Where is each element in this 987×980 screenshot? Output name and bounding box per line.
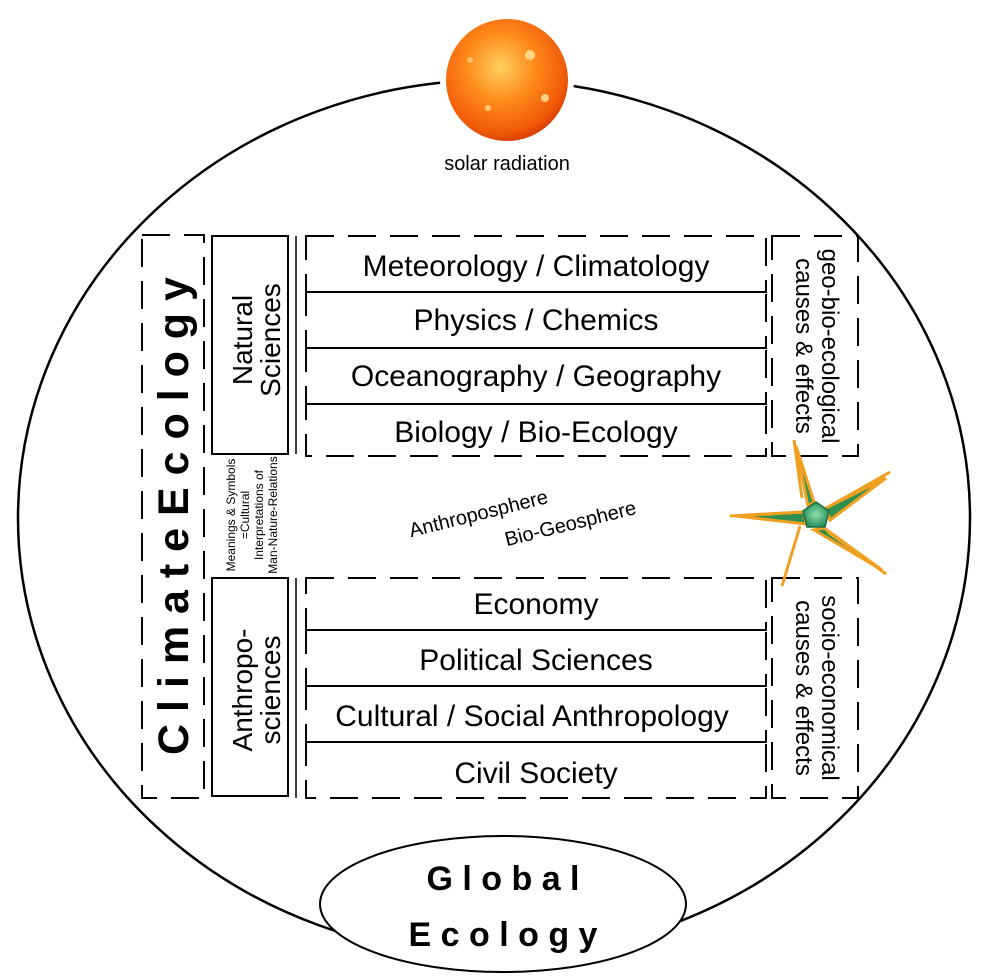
meanings-symbols-block: Meanings & Symbols =Cultural Interpretat… [224,456,280,573]
natural-sciences-line2: Sciences [255,283,286,397]
climate-ecology-title-box: C l i m a t e E c o l o g y [141,234,205,799]
geo-bio-line2: causes & effects [790,258,817,434]
anthroposciences-line1: Anthropo- [227,629,258,752]
natural-sciences-line1: Natural [227,295,258,385]
geo-bio-ecological-box: geo-bio-ecological causes & effects [771,235,859,457]
geo-bio-line1: geo-bio-ecological [816,249,843,444]
sun-icon [440,13,574,147]
row-political-sciences: Political Sciences [419,644,652,677]
row-oceanography: Oceanography / Geography [351,360,721,393]
row-economy: Economy [473,588,598,621]
anthropo-science-rows: Economy Political Sciences Cultural / So… [305,577,767,799]
anthroposciences-box: Anthropo- sciences [211,577,289,797]
row-meteorology: Meteorology / Climatology [363,250,710,283]
global-label: G l o b a l [426,860,579,898]
global-ecology-ellipse: G l o b a l E c o l o g y [319,835,687,973]
meanings-line2: =Cultural [238,491,252,539]
socio-economical-box: socio-economical causes & effects [771,577,859,799]
row-physics: Physics / Chemics [413,304,658,337]
meanings-line3: Interpretations of [252,469,266,560]
natural-sciences-box: Natural Sciences [211,235,289,455]
natural-science-rows: Meteorology / Climatology Physics / Chem… [305,235,767,457]
anthroposciences-line2: sciences [255,636,286,745]
solar-radiation-caption: solar radiation [444,153,570,175]
meanings-line4: Man-Nature-Relations [266,456,280,573]
ecology-label: E c o l o g y [409,916,598,954]
row-biology: Biology / Bio-Ecology [394,416,677,449]
meanings-line1: Meanings & Symbols [224,459,238,572]
row-civil-society: Civil Society [454,757,617,790]
socio-econ-line1: socio-economical [816,595,843,780]
socio-econ-line2: causes & effects [790,600,817,776]
row-cultural-anthropology: Cultural / Social Anthropology [335,700,729,733]
climate-ecology-title: C l i m a t e E c o l o g y [150,277,198,755]
spiral-interaction-icon [729,439,891,587]
